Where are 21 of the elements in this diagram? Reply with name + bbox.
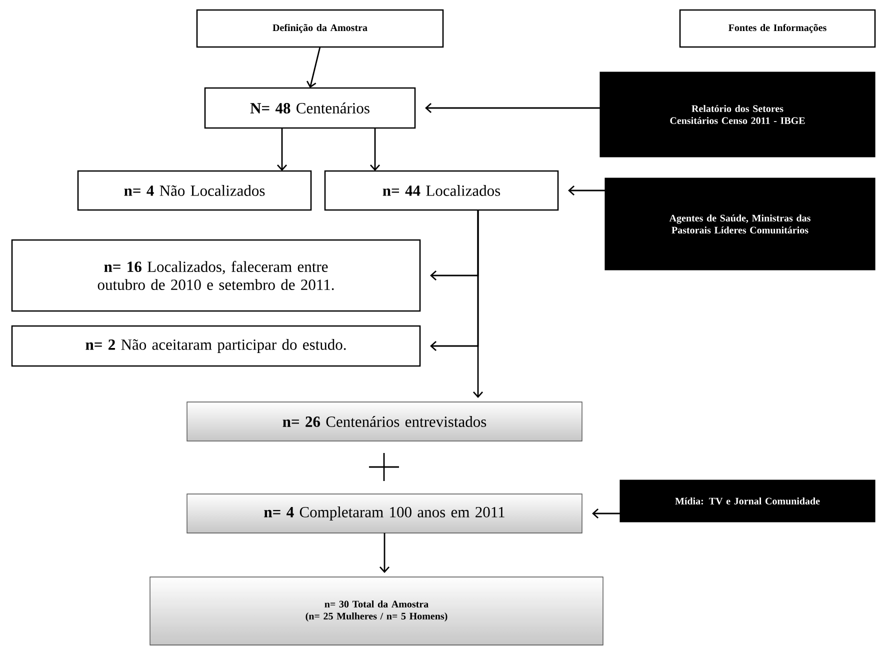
process-box: n= 16 Localizados, faleceram entre outubro de 2010 e setembro de 2011.	[11, 239, 421, 312]
process-box: n= 4 Não Localizados	[77, 170, 312, 211]
arrow	[568, 185, 605, 196]
total-box: n= 30 Total da Amostra (n= 25 Mulheres / n= 5 Homens)	[150, 576, 604, 646]
heading-box: Fontes de Informações	[679, 9, 876, 48]
arrow	[592, 508, 620, 519]
source-box: Relatório dos Setores Censitários Censo 2011 - IBGE	[600, 72, 876, 158]
result-box: n= 26 Centenários entrevistados	[186, 402, 582, 442]
result-box: n= 4 Completaram 100 anos em 2011	[186, 494, 582, 534]
arrow	[425, 102, 600, 114]
arrow	[276, 128, 288, 171]
heading-box: Definição da Amostra	[196, 9, 444, 48]
source-box: Mídia: TV e Jornal Comunidade	[620, 480, 876, 522]
arrow	[472, 210, 484, 398]
process-box: N= 48 Centenários	[204, 87, 416, 129]
arrow	[370, 128, 380, 171]
process-box: n= 2 Não aceitaram participar do estudo.	[11, 325, 421, 367]
source-box: Agentes de Saúde, Ministras das Pastorais Líderes Comunitários	[604, 178, 876, 270]
process-box: n= 44 Localizados	[324, 170, 559, 211]
arrow	[379, 533, 390, 573]
arrow	[306, 46, 321, 88]
